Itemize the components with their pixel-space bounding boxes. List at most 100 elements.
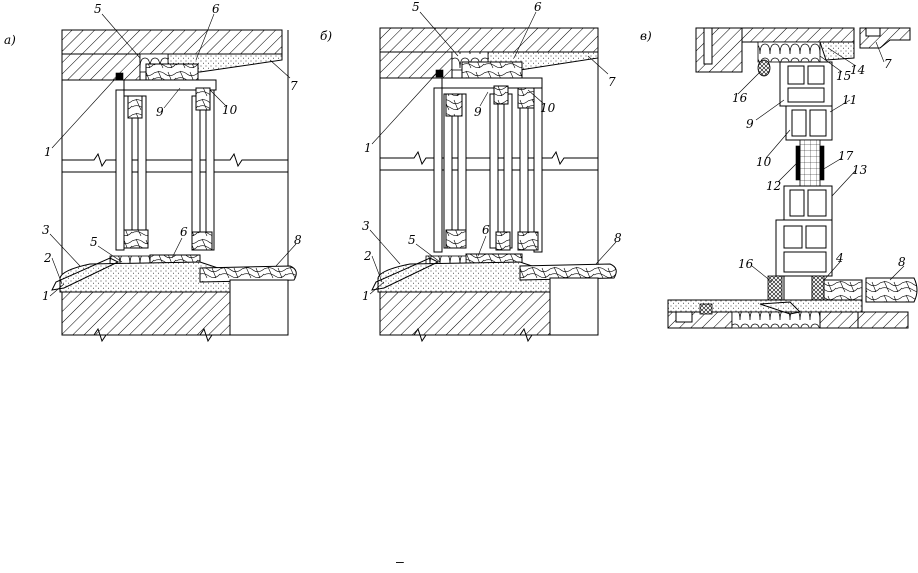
- top-foam: [757, 41, 821, 63]
- callout-6-lower: 6: [482, 223, 490, 237]
- sill-room-face: [229, 279, 289, 336]
- sash-bottom-wood-mid: [495, 231, 511, 251]
- head-frame: [123, 79, 217, 91]
- profile-frame-b-chamber-1: [783, 225, 803, 249]
- sill-wall: [61, 291, 231, 336]
- profile-sash-chamber-1: [791, 109, 807, 137]
- sill-seal-outer: [699, 303, 713, 315]
- sill-drip: [759, 301, 802, 315]
- footer-mark: –: [396, 553, 404, 569]
- frame-right: [533, 87, 543, 253]
- callout-13: 13: [852, 163, 868, 177]
- leaders-b: [369, 11, 617, 295]
- callout-3: 3: [42, 223, 50, 237]
- leaders-a: [49, 13, 297, 297]
- panel-c: в): [640, 27, 918, 329]
- seal-block: [435, 69, 444, 78]
- callout-5-lower: 5: [90, 235, 98, 249]
- callout-16: 16: [732, 91, 748, 105]
- sash-right: [519, 93, 529, 249]
- callout-7: 7: [608, 75, 616, 89]
- sash-top-wood: [127, 95, 143, 119]
- profile-frame-b-chamber-3: [783, 251, 827, 273]
- callout-7: 7: [290, 79, 298, 93]
- callout-3: 3: [362, 219, 370, 233]
- callout-10: 10: [540, 101, 556, 115]
- panel-b-label: б): [320, 29, 332, 43]
- callout-6: 6: [212, 2, 220, 16]
- callout-9: 9: [156, 105, 164, 119]
- sash-bottom-wood-right: [517, 231, 539, 251]
- callout-8: 8: [294, 233, 302, 247]
- sash-top-wood-right: [195, 87, 211, 111]
- callout-15: 15: [836, 69, 851, 83]
- lintel-outer: [695, 27, 743, 73]
- lintel-mortar: [819, 41, 855, 61]
- callout-5-lower: 5: [408, 233, 416, 247]
- glazing-bead-right: [819, 145, 825, 181]
- lintel-top: [741, 27, 855, 43]
- profile-chamber-2: [807, 65, 825, 85]
- sash-top-wood-right: [517, 87, 535, 109]
- panel-a: a): [4, 2, 302, 343]
- sill-wall-outer-face: [675, 311, 693, 323]
- window-board: [865, 277, 918, 303]
- callout-1: 1: [44, 145, 52, 159]
- frame-left: [115, 89, 125, 251]
- sash-bottom-wood: [445, 229, 467, 249]
- break-line-top: [380, 150, 598, 166]
- frame-left: [433, 87, 443, 253]
- lintel-block: [61, 29, 283, 55]
- callout-10: 10: [222, 103, 238, 117]
- callout-12: 12: [766, 179, 781, 193]
- callout-6: 6: [534, 0, 542, 14]
- frame-right: [205, 89, 215, 251]
- profile-chamber-1: [787, 65, 805, 85]
- sash-mid-inner: [503, 93, 513, 249]
- window-board-top-face: [865, 27, 881, 37]
- lintel-block-lower: [61, 53, 141, 81]
- sill-wall: [379, 291, 551, 336]
- callout-1-lower: 1: [42, 289, 50, 303]
- callout-8: 8: [614, 231, 622, 245]
- callout-9: 9: [746, 117, 754, 131]
- sash-bottom-wood: [123, 229, 149, 249]
- callout-14: 14: [850, 63, 865, 77]
- callout-8: 8: [898, 255, 906, 269]
- panel-c-label: в): [640, 29, 652, 43]
- glazing-unit: [799, 139, 821, 187]
- callout-7: 7: [884, 57, 892, 71]
- panel-b: б): [320, 0, 622, 343]
- drip-sheet: [51, 257, 120, 291]
- panel-a-label: a): [4, 33, 16, 47]
- sash-bottom-wood-right: [191, 231, 213, 251]
- break-line-base: [62, 327, 288, 343]
- callout-16-lower: 16: [738, 257, 754, 271]
- callout-6-lower: 6: [180, 225, 188, 239]
- sash-left-inner: [457, 93, 467, 249]
- profile-sash-b-chamber-2: [807, 189, 827, 217]
- sash-left: [443, 93, 453, 249]
- window-board: [519, 263, 617, 281]
- head-frame: [441, 77, 543, 89]
- callout-17: 17: [838, 149, 854, 163]
- callout-5: 5: [412, 0, 420, 14]
- lintel-outer-face: [703, 27, 713, 65]
- break-line-base: [380, 327, 598, 343]
- callout-2: 2: [363, 249, 372, 263]
- drip-sheet: [371, 257, 440, 291]
- callout-10: 10: [756, 155, 772, 169]
- lintel-block: [379, 27, 599, 53]
- window-board: [199, 265, 297, 283]
- sash-top-wood-mid: [493, 85, 509, 105]
- sill-wall-inner: [819, 311, 859, 329]
- callout-9: 9: [474, 105, 482, 119]
- callout-11: 11: [842, 93, 857, 107]
- profile-sash-chamber-2: [809, 109, 827, 137]
- profile-chamber-3: [787, 87, 825, 103]
- sill-wall-room: [857, 311, 909, 329]
- sill-room-face: [549, 277, 599, 336]
- callout-5: 5: [94, 2, 102, 16]
- sash-mid: [489, 93, 499, 249]
